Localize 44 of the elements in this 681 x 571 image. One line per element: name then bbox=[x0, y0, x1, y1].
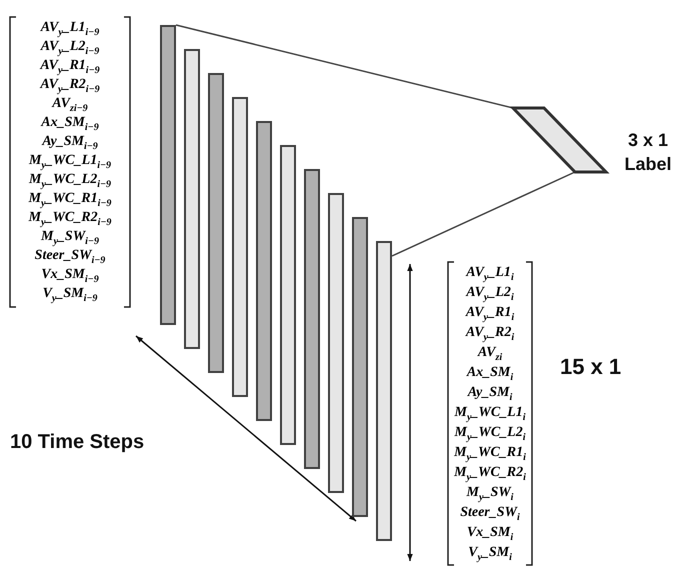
vector-entry: AV$_{y}$_R1$_{i−9}$ bbox=[38, 57, 101, 75]
vector-entry: M$_{y}$_WC_L1$_{i−9}$ bbox=[28, 152, 112, 170]
vector-entry: Ax_SM$_{i}$ bbox=[465, 364, 514, 382]
vector-entry: M$_{y}$_SW$_{i}$ bbox=[465, 484, 514, 502]
vector-entry: Ax_SM$_{i−9}$ bbox=[40, 114, 100, 132]
vector-entry: AV$_{y}$_L2$_{i}$ bbox=[464, 284, 515, 302]
vector-entry: AV$_{y}$_L2$_{i−9}$ bbox=[39, 38, 100, 56]
vector-entry: Ay_SM$_{i−9}$ bbox=[40, 133, 99, 151]
layer-bar bbox=[376, 241, 392, 541]
dimension-label: 10 Time Steps bbox=[10, 430, 144, 454]
connector-line bbox=[392, 171, 576, 257]
vector-entry: Steer_SW$_{i}$ bbox=[459, 504, 521, 522]
output-shape bbox=[511, 107, 608, 174]
vector-entry: V$_{y}$_SM$_{i}$ bbox=[467, 544, 513, 562]
vector-entry: Vx_SM$_{i}$ bbox=[466, 524, 514, 542]
vector-entry: AV$_{y}$_R2$_{i}$ bbox=[464, 324, 516, 342]
vector-entry: M$_{y}$_WC_L1$_{i}$ bbox=[453, 404, 527, 422]
vector-entry: M$_{y}$_WC_R2$_{i}$ bbox=[453, 464, 527, 482]
layer-bar bbox=[304, 169, 320, 469]
vector-entry: M$_{y}$_WC_L2$_{i−9}$ bbox=[28, 171, 112, 189]
vector-entry: M$_{y}$_WC_R1$_{i}$ bbox=[453, 444, 527, 462]
vector-entry: AV$_{y}$_L1$_{i}$ bbox=[464, 264, 515, 282]
vector-entry: Steer_SW$_{i−9}$ bbox=[34, 247, 106, 265]
layer-bar bbox=[232, 97, 248, 397]
layer-bar bbox=[280, 145, 296, 445]
vector-entry: M$_{y}$_SW$_{i−9}$ bbox=[40, 228, 100, 246]
vector-entry: AV$_{y}$_R1$_{i}$ bbox=[464, 304, 516, 322]
layer-bar bbox=[328, 193, 344, 493]
size-label: 3 x 1 Label bbox=[623, 129, 672, 176]
vector-entry: AV$_{y}$_R2$_{i−9}$ bbox=[38, 76, 101, 94]
vector-entry: Vx_SM$_{i−9}$ bbox=[40, 266, 100, 284]
size-label: 15 x 1 bbox=[560, 355, 622, 379]
connector-line bbox=[176, 24, 514, 109]
vector-entry: AV$_{y}$_L1$_{i−9}$ bbox=[39, 19, 100, 37]
vector-entry: M$_{y}$_WC_R1$_{i−9}$ bbox=[28, 190, 112, 208]
vector-entry: Ay_SM$_{i}$ bbox=[466, 384, 514, 402]
layer-bar bbox=[208, 73, 224, 373]
layer-bar bbox=[256, 121, 272, 421]
vector-entry: V$_{y}$_SM$_{i−9}$ bbox=[42, 285, 98, 303]
layer-bar bbox=[184, 49, 200, 349]
layer-bar bbox=[352, 217, 368, 517]
vector-entry: M$_{y}$_WC_R2$_{i−9}$ bbox=[28, 209, 112, 227]
vector-entry: M$_{y}$_WC_L2$_{i}$ bbox=[453, 424, 527, 442]
layer-bar bbox=[160, 25, 176, 325]
